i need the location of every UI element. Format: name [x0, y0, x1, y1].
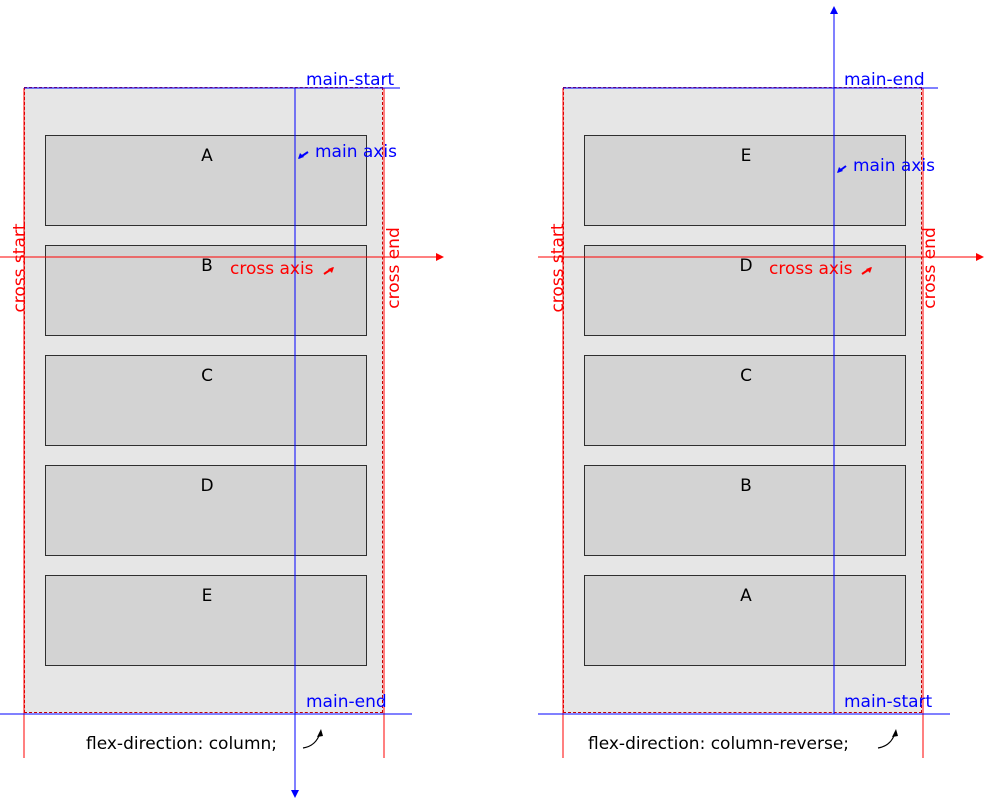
flex-container: E D C B A	[563, 87, 922, 713]
flex-item-label: B	[740, 476, 752, 496]
axis-lines	[538, 6, 984, 758]
cross-axis-pointer-head	[866, 267, 872, 273]
flex-item-label: A	[740, 586, 752, 606]
flex-item: D	[584, 245, 906, 336]
cross-axis-label: cross axis	[769, 259, 853, 279]
main-start-label: main-start	[844, 692, 933, 712]
flex-container: A B C D E	[24, 87, 383, 713]
main-end-label: main-end	[844, 70, 925, 90]
axis-lines	[0, 87, 444, 798]
caption: flex-direction: column;	[86, 734, 278, 754]
flex-item: B	[584, 465, 906, 556]
main-end-label: main-end	[306, 692, 387, 712]
caption-curve-icon	[877, 732, 896, 749]
cross-axis-arrowhead	[436, 253, 444, 261]
flex-item-label: D	[200, 476, 214, 496]
flex-item: D	[45, 465, 367, 556]
caption-curve-icon	[302, 732, 321, 749]
cross-end-label: cross end	[920, 227, 940, 309]
cross-end-label: cross end	[384, 227, 404, 309]
flex-item-label: D	[739, 256, 753, 276]
cross-axis-pointer-head	[328, 267, 334, 273]
main-axis-pointer-head	[837, 167, 843, 173]
flex-item: A	[584, 575, 906, 666]
main-axis-label: main axis	[315, 142, 397, 162]
flex-item-label: C	[201, 366, 213, 386]
main-axis-pointer-head	[298, 153, 304, 159]
cross-axis-arrowhead	[976, 253, 984, 261]
cross-start-label: cross start	[548, 223, 568, 313]
diagram-column-reverse: E D C B A main-end	[538, 0, 985, 800]
main-axis-arrowhead	[830, 6, 838, 14]
diagram-column: A B C D E main-sta	[0, 0, 480, 800]
flex-item-label: B	[201, 256, 213, 276]
flex-item-label: E	[201, 586, 213, 606]
main-start-label: main-start	[306, 70, 395, 90]
flex-item: E	[584, 135, 906, 226]
flex-item: E	[45, 575, 367, 666]
flex-item: C	[584, 355, 906, 446]
caption: flex-direction: column-reverse;	[588, 734, 850, 754]
flex-item-label: E	[740, 146, 752, 166]
flex-item: B	[45, 245, 367, 336]
flex-item: C	[45, 355, 367, 446]
caption-curve-arrowhead	[892, 729, 898, 737]
flex-item-label: A	[201, 146, 213, 166]
flex-item-label: C	[740, 366, 752, 386]
caption-curve-arrowhead	[317, 729, 323, 737]
cross-start-label: cross start	[10, 223, 30, 313]
flex-item: A	[45, 135, 367, 226]
main-axis-arrowhead	[291, 790, 299, 798]
cross-axis-label: cross axis	[230, 259, 314, 279]
main-axis-label: main axis	[853, 156, 935, 176]
